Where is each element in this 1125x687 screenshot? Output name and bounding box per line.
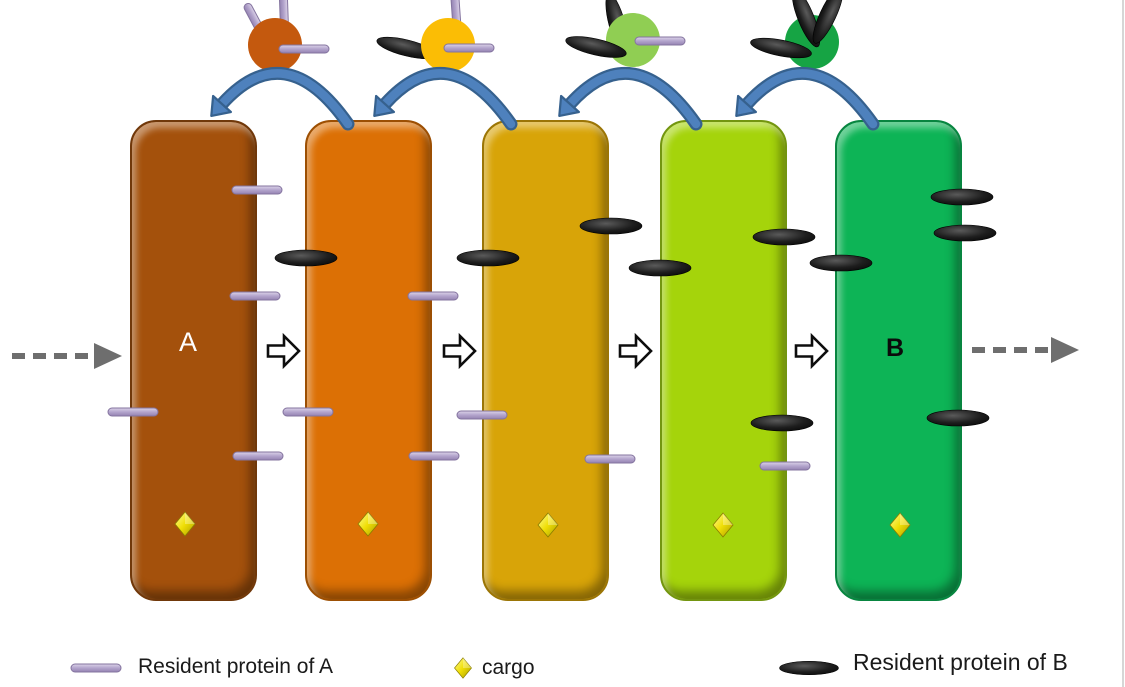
vesicle-body [248, 18, 302, 72]
legend-cargo-label: cargo [482, 656, 535, 679]
image-right-border [1122, 0, 1124, 687]
resident-protein-b-icon [752, 228, 816, 246]
resident-protein-a-icon [759, 461, 811, 471]
resident-protein-a-icon [456, 410, 508, 420]
vesicle-3 [563, 0, 686, 67]
compartment-b-label: B [885, 334, 905, 362]
entry-arrow [12, 343, 122, 369]
retrograde-arrow-1 [211, 73, 348, 124]
retrograde-arrow-3 [559, 73, 696, 124]
compartment-a [130, 120, 257, 601]
resident-protein-a-icon [231, 185, 283, 195]
maturation-arrow-1 [266, 334, 301, 368]
resident-protein-a-icon [634, 36, 686, 46]
legend-resident-protein-a-label: Resident protein of A [138, 655, 333, 678]
vesicle-2 [374, 0, 495, 72]
compartment-intermediate-2 [482, 120, 609, 601]
resident-protein-a-icon [107, 407, 159, 417]
legend-resident-protein-b-label: Resident protein of B [853, 649, 1068, 675]
resident-protein-b-icon [579, 217, 643, 235]
retrograde-arrow-4 [736, 73, 873, 124]
resident-protein-b-icon [930, 188, 994, 206]
resident-protein-b-icon [809, 254, 873, 272]
legend-resident-protein-a-icon [70, 663, 122, 673]
resident-protein-a-icon [408, 451, 460, 461]
cargoIcon [889, 512, 911, 538]
maturation-arrow-4 [794, 334, 829, 368]
resident-protein-b-icon [750, 414, 814, 432]
resident-protein-b-icon [274, 249, 338, 267]
resident-protein-b-icon [933, 224, 997, 242]
resident-protein-a-icon [407, 291, 459, 301]
retrograde-arrow-2 [374, 73, 511, 124]
cargo-icon [537, 512, 559, 538]
legend-cargo-icon [454, 657, 472, 679]
exit-arrow [972, 337, 1079, 363]
vesicle-1 [242, 0, 330, 72]
resident-protein-a-icon [282, 407, 334, 417]
cargo-icon [357, 511, 379, 537]
maturation-arrow-3 [618, 334, 653, 368]
vesicle-4 [748, 0, 849, 69]
resident-protein-a-icon [232, 451, 284, 461]
resident-protein-a-icon [443, 43, 495, 53]
maturation-arrow-2 [442, 334, 477, 368]
resident-protein-a-icon [584, 454, 636, 464]
cargo-icon [174, 511, 196, 537]
resident-protein-a-icon [229, 291, 281, 301]
resident-protein-b-icon [926, 409, 990, 427]
compartment-a-label: A [178, 327, 197, 357]
cargo-icon [712, 512, 734, 538]
legend-resident-protein-b-icon [779, 660, 839, 676]
resident-protein-a-icon [278, 44, 330, 54]
resident-protein-b-icon [456, 249, 520, 267]
resident-protein-b-icon [628, 259, 692, 277]
